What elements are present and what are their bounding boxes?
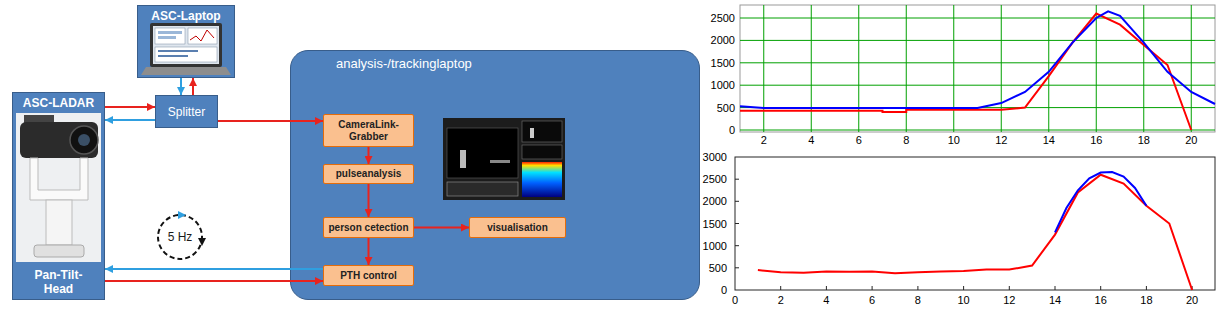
y-tick-label: 2000: [703, 195, 727, 207]
y-tick-label: 1000: [711, 79, 735, 91]
signal-arrow: [368, 147, 370, 164]
y-tick-label: 500: [717, 102, 735, 114]
y-tick-label: 3000: [703, 151, 727, 163]
process-box: visualisation: [469, 217, 566, 238]
node-label: visualisation: [487, 222, 548, 234]
dashed-circle: [158, 215, 202, 259]
chart-bottom: [735, 157, 1215, 290]
node-label: Splitter: [168, 105, 205, 119]
x-tick-label: 16: [1090, 134, 1102, 146]
process-box: PTH control: [323, 265, 414, 286]
process-box: person cetection: [323, 217, 414, 238]
signal-arrow: [105, 106, 155, 108]
fit-curve: [1055, 172, 1146, 232]
x-tick-label: 10: [948, 134, 960, 146]
x-tick-label: 12: [1003, 294, 1015, 306]
node-label: PTH control: [340, 270, 397, 282]
chart-grid: [740, 5, 1215, 132]
x-tick-label: 4: [808, 134, 814, 146]
signal-arrow: [105, 119, 155, 121]
x-tick-label: 4: [823, 294, 829, 306]
x-tick-label: 20: [1185, 134, 1197, 146]
x-tick-label: 0: [732, 294, 738, 306]
x-tick-label: 10: [957, 294, 969, 306]
node-label: person cetection: [328, 222, 408, 234]
node-sublabel: Pan-Tilt-Head: [24, 268, 94, 296]
x-tick-label: 18: [1138, 134, 1150, 146]
y-tick-label: 0: [729, 124, 735, 136]
y-tick-label: 2000: [711, 34, 735, 46]
node-label: pulseanalysis: [336, 168, 402, 180]
x-tick-label: 14: [1049, 294, 1061, 306]
laptop-picture: [141, 23, 231, 75]
x-tick-label: 8: [903, 134, 909, 146]
signal-arrow: [368, 238, 370, 265]
x-tick-label: 2: [778, 294, 784, 306]
node-label: CameraLink-Grabber: [327, 119, 410, 143]
y-tick-label: 1500: [711, 57, 735, 69]
x-tick-label: 2: [761, 134, 767, 146]
y-tick-label: 2500: [703, 173, 727, 185]
x-tick-label: 14: [1043, 134, 1055, 146]
measured-curve: [740, 14, 1191, 131]
process-box: pulseanalysis: [323, 164, 414, 184]
process-box: Splitter: [155, 95, 218, 128]
signal-arrow: [180, 78, 182, 95]
y-tick-label: 1000: [703, 240, 727, 252]
process-box: CameraLink-Grabber: [323, 114, 414, 147]
x-tick-label: 18: [1140, 294, 1152, 306]
cycle-arrowhead: [198, 238, 206, 246]
signal-arrow: [414, 227, 469, 229]
x-tick-label: 16: [1095, 294, 1107, 306]
x-tick-label: 12: [995, 134, 1007, 146]
signal-arrow: [368, 184, 370, 217]
signal-arrow: [105, 268, 323, 270]
cycle-circle: 5 Hz: [155, 212, 205, 262]
node-label: analysis-/trackinglaptop: [336, 56, 472, 72]
signal-arrow: [192, 78, 194, 95]
ladar-photo: [16, 113, 101, 262]
fit-curve: [740, 11, 1215, 108]
signal-arrow: [105, 280, 323, 282]
chart-top: [740, 5, 1215, 132]
signal-arrow: [218, 120, 323, 122]
cycle-arrowhead: [178, 211, 186, 219]
node-label: 5 Hz: [168, 230, 193, 244]
x-tick-label: 8: [915, 294, 921, 306]
tracking-screenshot: [443, 118, 565, 200]
y-tick-label: 2500: [711, 12, 735, 24]
x-tick-label: 6: [856, 134, 862, 146]
measured-curve: [758, 175, 1192, 290]
y-tick-label: 500: [709, 262, 727, 274]
x-tick-label: 6: [869, 294, 875, 306]
y-tick-label: 0: [721, 284, 727, 296]
node-label: ASC-Laptop: [151, 9, 220, 23]
y-tick-label: 1500: [703, 218, 727, 230]
node-label: ASC-LADAR: [23, 96, 94, 110]
x-tick-label: 20: [1186, 294, 1198, 306]
